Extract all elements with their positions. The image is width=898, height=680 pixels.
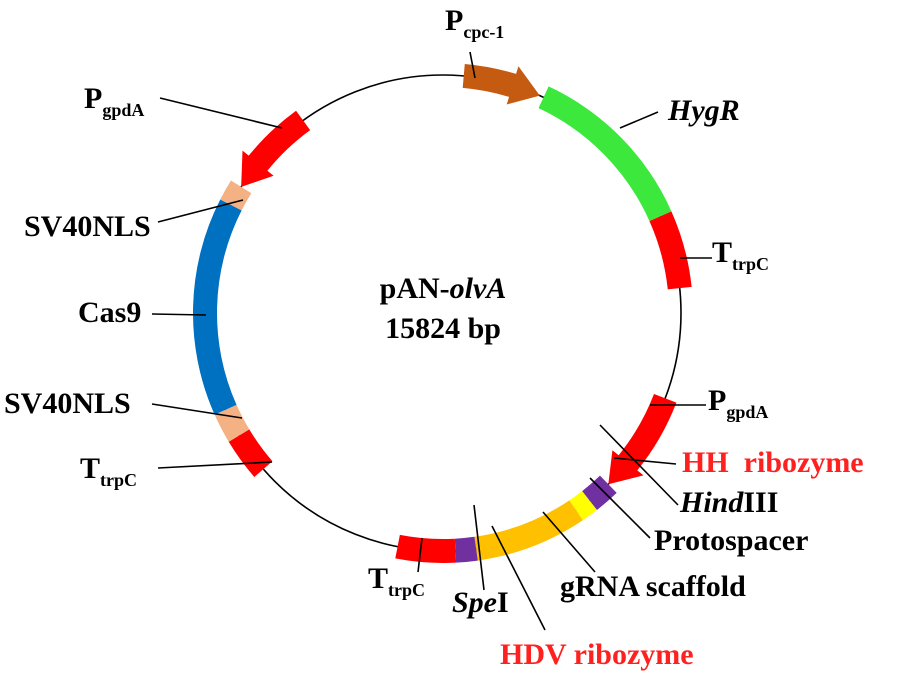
segment-pgpda-right-arrow xyxy=(608,393,677,485)
leader-pcpc1 xyxy=(469,51,476,79)
label-hygr: HygR xyxy=(667,94,740,127)
leader-ttrpc-left xyxy=(157,461,273,469)
label-grna-scaffold: gRNA scaffold xyxy=(560,570,746,603)
leader-hdv-ribozyme xyxy=(491,525,546,631)
leader-hygr xyxy=(619,111,659,129)
label-sv40nls-upper: SV40NLS xyxy=(24,210,151,243)
segment-sv40nls-lower xyxy=(214,404,250,442)
leader-ttrpc-bottom xyxy=(417,537,423,573)
leader-sv40nls-upper xyxy=(157,199,244,223)
plasmid-name: pAN-olvA xyxy=(380,272,507,305)
segment-protospacer xyxy=(569,491,597,521)
leader-lines xyxy=(151,51,712,631)
leader-hh-ribozyme xyxy=(613,457,677,465)
label-spei: SpeI xyxy=(452,586,509,619)
segment-ttrpc-left xyxy=(228,429,273,478)
label-protospacer: Protospacer xyxy=(654,524,808,557)
leader-protospacer xyxy=(589,477,651,539)
leader-sv40nls-lower xyxy=(151,403,243,419)
label-ttrpc-bottom: TtrpC xyxy=(368,562,425,600)
segment-ttrpc-bottom xyxy=(395,534,457,563)
label-sv40nls-lower: SV40NLS xyxy=(4,387,131,420)
label-hdv-ribozyme: HDV ribozyme xyxy=(500,638,694,671)
label-pgpda-left: PgpdA xyxy=(84,82,144,120)
segment-cas9 xyxy=(193,199,242,415)
label-pgpda-right: PgpdA xyxy=(708,384,768,422)
label-ttrpc-right: TtrpC xyxy=(712,236,769,274)
segment-hdv-ribozyme xyxy=(454,536,478,563)
label-hindiii: HindIII xyxy=(679,486,778,519)
segment-grna-scaffold xyxy=(474,500,583,561)
leader-cas9 xyxy=(151,313,207,316)
leader-spei xyxy=(473,504,485,591)
segment-pcpc1-arrow xyxy=(462,63,540,105)
leader-pgpda-left xyxy=(159,97,283,129)
segment-ttrpc-right xyxy=(649,211,692,290)
segment-hygr xyxy=(538,86,672,222)
label-ttrpc-left: TtrpC xyxy=(80,452,137,490)
label-cas9: Cas9 xyxy=(78,296,141,329)
segment-sv40nls-upper xyxy=(220,180,252,211)
segment-pgpda-left-arrow xyxy=(241,110,311,187)
leader-grna-scaffold xyxy=(542,511,596,573)
label-pcpc1: Pcpc-1 xyxy=(445,4,504,42)
feature-segments xyxy=(193,63,692,563)
plasmid-size: 15824 bp xyxy=(385,312,501,345)
leader-hindiii xyxy=(599,424,679,506)
label-hh-ribozyme: HH ribozyme xyxy=(682,446,864,479)
segment-hh-ribozyme xyxy=(582,475,617,511)
